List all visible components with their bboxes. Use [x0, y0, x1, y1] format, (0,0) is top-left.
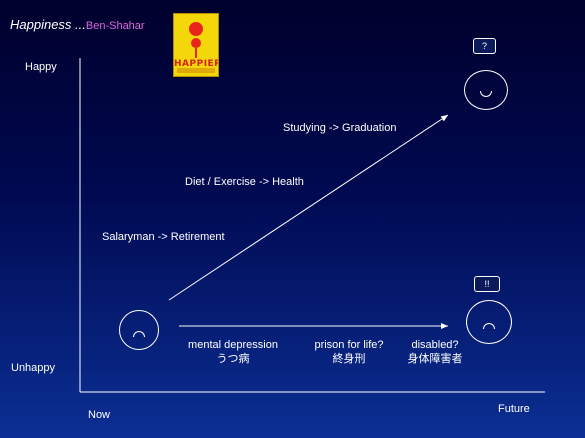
smiling-face-icon: [464, 70, 508, 110]
up-label-2: Diet / Exercise -> Health: [185, 176, 304, 188]
flat-label-disabled-en: disabled?: [411, 339, 459, 351]
up-label-3: Salaryman -> Retirement: [102, 231, 225, 243]
y-axis-label-happy: Happy: [25, 61, 57, 73]
flat-label-disabled-jp: 身体障害者: [407, 353, 463, 365]
flat-label-prison: prison for life? 終身刑: [303, 338, 395, 366]
x-axis-label-now: Now: [88, 409, 111, 421]
book-cover-word: HAPPIER: [174, 59, 219, 69]
flat-label-depression: mental depression うつ病: [178, 338, 288, 366]
x-axis-label-future: Future: [498, 403, 530, 415]
start-face-icon: [119, 310, 159, 350]
up-label-1: Studying -> Graduation: [283, 122, 397, 134]
flat-label-prison-jp: 終身刑: [332, 353, 366, 365]
book-cover-image: HAPPIER: [173, 13, 219, 77]
flat-label-prison-en: prison for life?: [314, 339, 384, 351]
up-arrow: [168, 114, 449, 301]
title-main: Happiness ...: [10, 17, 86, 32]
slide-title: Happiness ...Ben-Shahar: [10, 17, 145, 32]
question-badge: ?: [473, 38, 496, 54]
flat-label-disabled: disabled? 身体障害者: [399, 338, 471, 366]
title-author: Ben-Shahar: [85, 20, 145, 32]
flat-label-depression-en: mental depression: [188, 339, 278, 351]
exclaim-badge: !!: [474, 276, 500, 292]
flat-label-depression-jp: うつ病: [216, 353, 250, 365]
y-axis-label-unhappy: Unhappy: [11, 362, 56, 374]
frowning-face-icon: [466, 300, 512, 344]
